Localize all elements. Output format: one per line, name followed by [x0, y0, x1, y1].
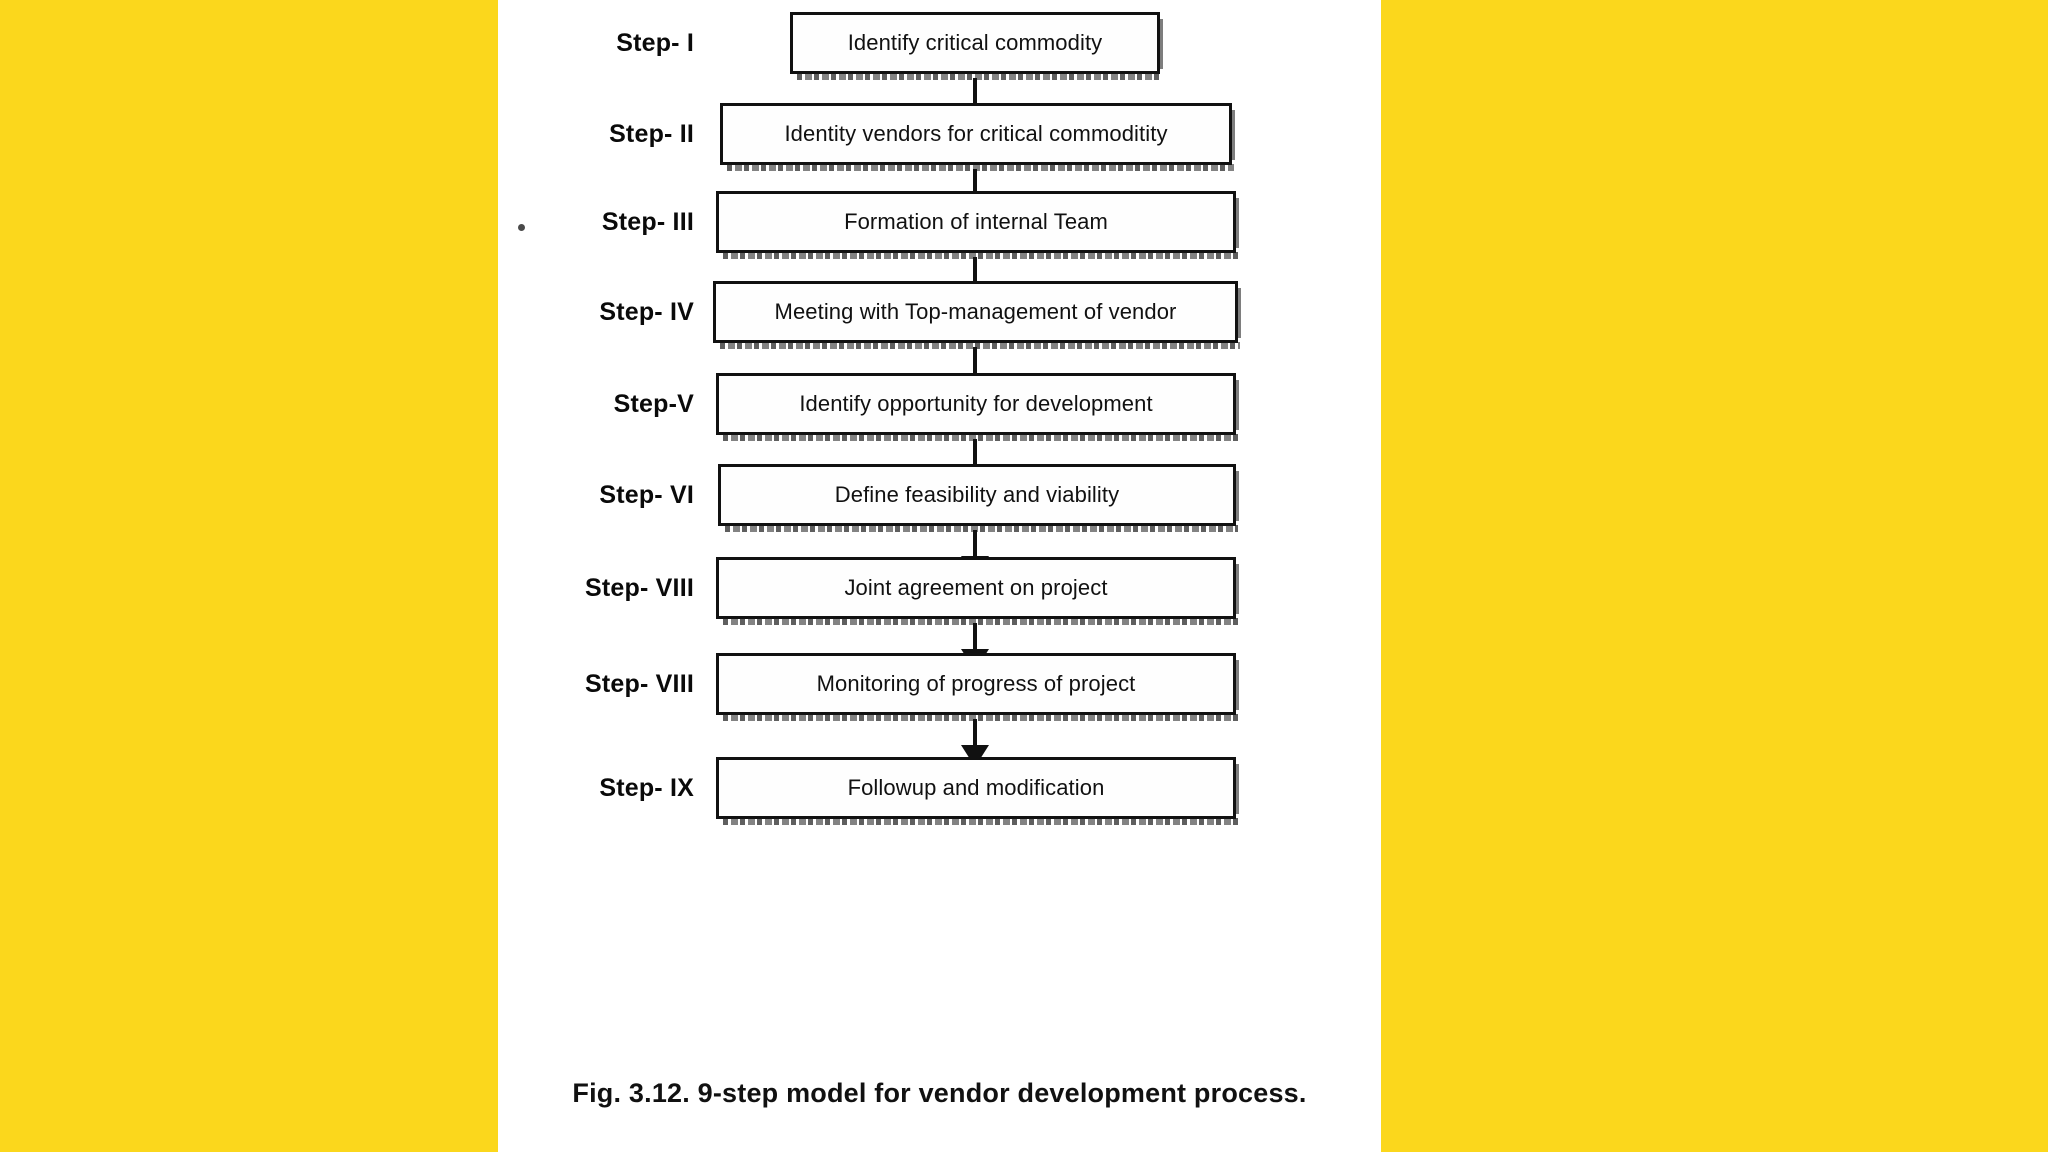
- arrow-shaft: [973, 169, 977, 203]
- flow-box-wrap-2: Identity vendors for critical commoditit…: [720, 103, 1235, 171]
- flow-step-2: Step- II Identity vendors for critical c…: [498, 103, 1381, 171]
- flow-node-1-text: Identify critical commodity: [847, 30, 1103, 55]
- flow-box-wrap-6: Define feasibility and viability: [718, 464, 1239, 532]
- step-label-2: Step- II: [609, 120, 694, 148]
- flow-step-1: Step- I Identify critical commodity: [498, 12, 1381, 80]
- flow-step-7: Step- VIII Joint agreement on project: [498, 557, 1381, 625]
- flow-node-8-text: Monitoring of progress of project: [816, 671, 1136, 696]
- flow-box-wrap-5: Identify opportunity for development: [716, 373, 1239, 441]
- flow-node-1[interactable]: Identify critical commodity: [790, 12, 1163, 80]
- step-label-7: Step- VIII: [585, 574, 694, 602]
- flow-step-6: Step- VI Define feasibility and viabilit…: [498, 464, 1381, 532]
- flow-step-9: Step- IX Followup and modification: [498, 757, 1381, 825]
- flow-node-3[interactable]: Formation of internal Team: [716, 191, 1239, 259]
- flow-node-9[interactable]: Followup and modification: [716, 757, 1239, 825]
- flow-node-7-text: Joint agreement on project: [844, 575, 1108, 600]
- flow-node-5-text: Identify opportunity for development: [799, 391, 1153, 416]
- arrow-shaft: [973, 623, 977, 657]
- flow-node-3-text: Formation of internal Team: [844, 209, 1108, 234]
- arrow-shaft: [973, 347, 977, 381]
- flow-step-5: Step-V Identify opportunity for developm…: [498, 373, 1381, 441]
- step-label-5: Step-V: [613, 390, 694, 418]
- step-label-9: Step- IX: [599, 774, 694, 802]
- flow-node-6[interactable]: Define feasibility and viability: [718, 464, 1239, 532]
- arrow-shaft: [973, 78, 977, 112]
- arrow-shaft: [973, 530, 977, 564]
- step-label-8: Step- VIII: [585, 670, 694, 698]
- flow-node-4[interactable]: Meeting with Top-management of vendor: [713, 281, 1241, 349]
- flow-step-3: Step- III Formation of internal Team: [498, 191, 1381, 259]
- flow-step-8: Step- VIII Monitoring of progress of pro…: [498, 653, 1381, 721]
- flow-node-8[interactable]: Monitoring of progress of project: [716, 653, 1239, 721]
- flow-node-5[interactable]: Identify opportunity for development: [716, 373, 1239, 441]
- flow-box-wrap-4: Meeting with Top-management of vendor: [713, 281, 1241, 349]
- flow-node-9-text: Followup and modification: [847, 775, 1105, 800]
- flow-node-2[interactable]: Identity vendors for critical commoditit…: [720, 103, 1235, 171]
- flow-box-wrap-1: Identify critical commodity: [790, 12, 1163, 80]
- step-label-4: Step- IV: [599, 298, 694, 326]
- arrow-shaft: [973, 719, 977, 753]
- flow-box-wrap-3: Formation of internal Team: [716, 191, 1239, 259]
- flowchart: Step- I Identify critical commodity Step…: [498, 0, 1381, 1060]
- step-label-6: Step- VI: [599, 481, 694, 509]
- scan-speck-artifact: [518, 224, 525, 231]
- flow-step-4: Step- IV Meeting with Top-management of …: [498, 281, 1381, 349]
- step-label-3: Step- III: [601, 208, 694, 236]
- flow-node-2-text: Identity vendors for critical commoditit…: [784, 121, 1168, 146]
- flow-box-wrap-9: Followup and modification: [716, 757, 1239, 825]
- arrow-shaft: [973, 257, 977, 291]
- flow-node-4-text: Meeting with Top-management of vendor: [774, 299, 1177, 324]
- step-label-1: Step- I: [616, 29, 694, 57]
- figure-caption: Fig. 3.12. 9-step model for vendor devel…: [572, 1078, 1307, 1108]
- flow-node-6-text: Define feasibility and viability: [834, 482, 1120, 507]
- flow-box-wrap-7: Joint agreement on project: [716, 557, 1239, 625]
- arrow-shaft: [973, 439, 977, 473]
- flow-node-7[interactable]: Joint agreement on project: [716, 557, 1239, 625]
- scanned-page-panel: Step- I Identify critical commodity Step…: [498, 0, 1381, 1152]
- flow-box-wrap-8: Monitoring of progress of project: [716, 653, 1239, 721]
